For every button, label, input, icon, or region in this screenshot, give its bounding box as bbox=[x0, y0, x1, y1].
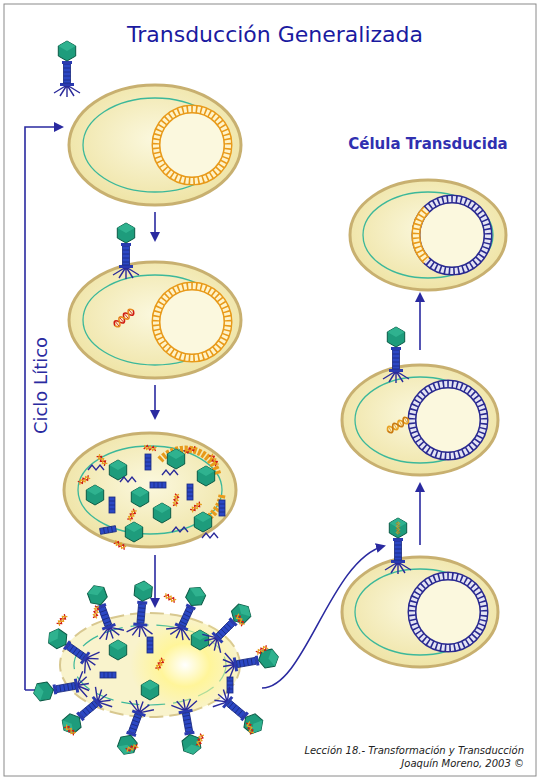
cycle-label: Ciclo Lítico bbox=[30, 337, 51, 434]
cell-node: Célula Transducida bbox=[344, 133, 512, 155]
caption: Lección 18.- Transformación y Transducci… bbox=[284, 744, 524, 770]
cell-heading: Célula Transducida bbox=[344, 135, 512, 153]
diagram-title: Transducción Generalizada bbox=[127, 22, 423, 47]
